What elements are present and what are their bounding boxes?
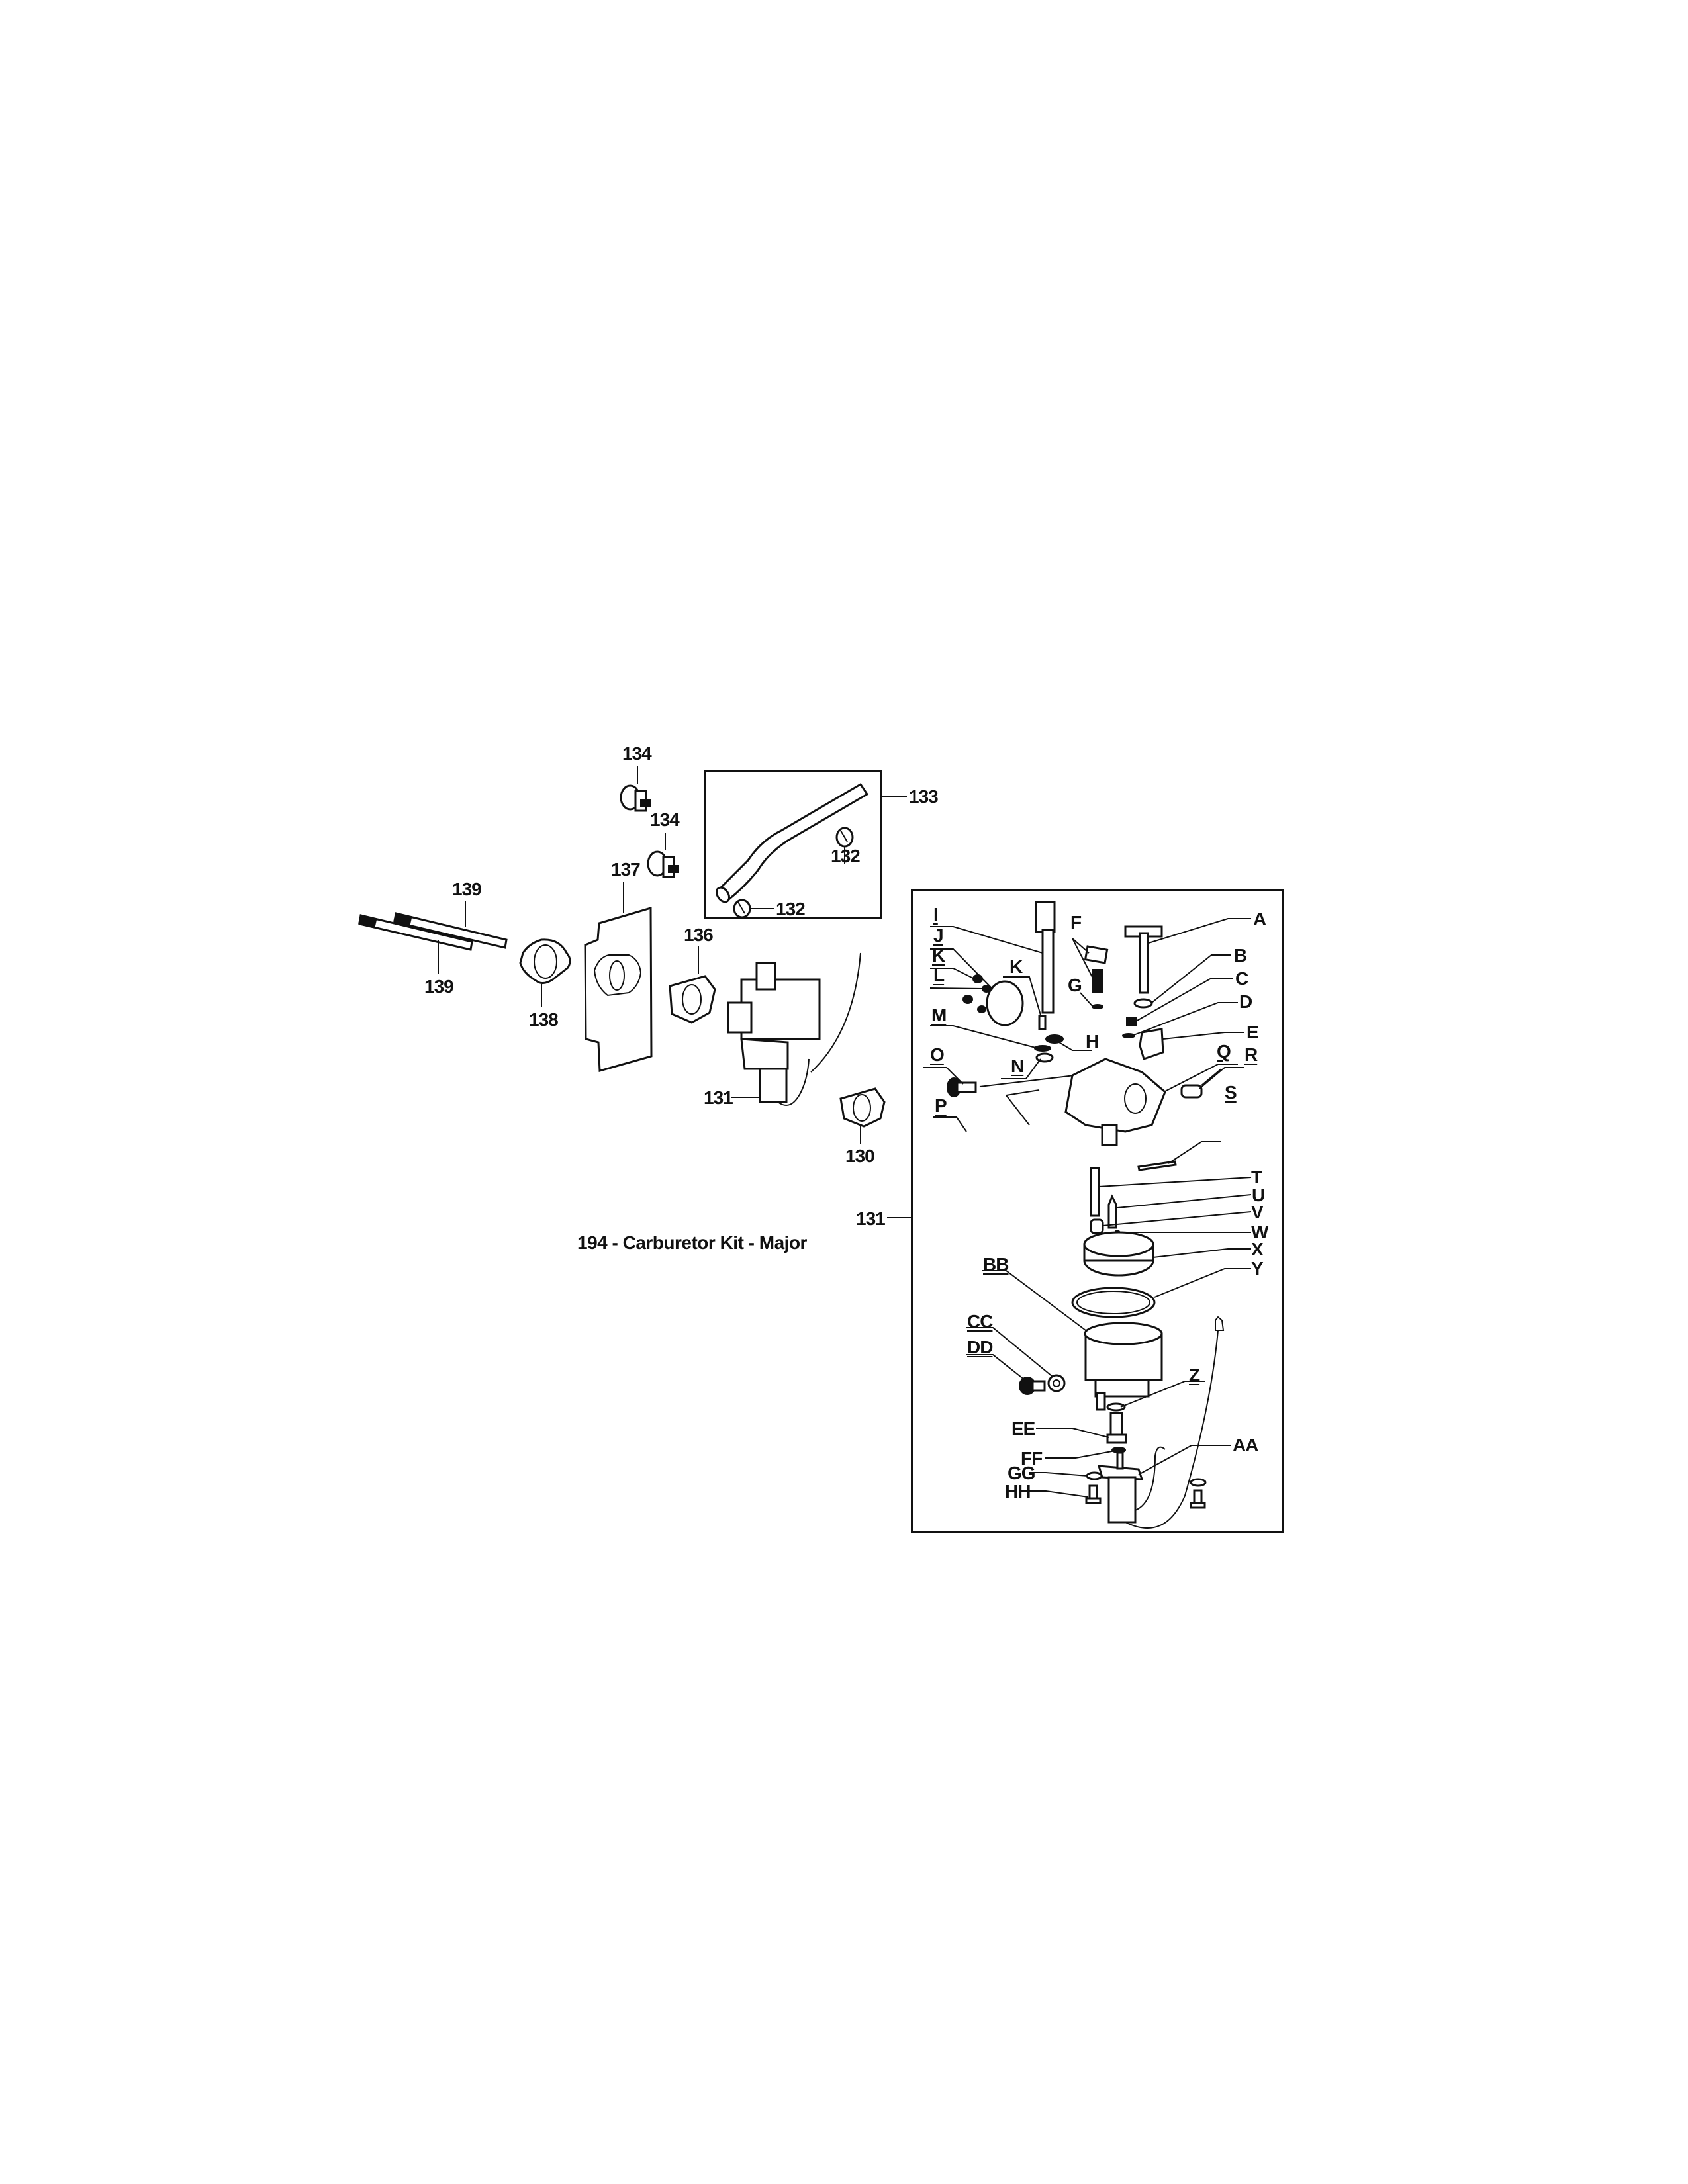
label-L: L <box>933 965 945 985</box>
label-AA: AA <box>1233 1435 1258 1455</box>
plate-icon <box>1139 1028 1164 1060</box>
label-DD: DD <box>967 1337 993 1357</box>
washer-icon <box>1190 1478 1207 1487</box>
idle-screw-icon <box>1072 938 1109 1009</box>
seal-washer-icon <box>1106 1402 1126 1412</box>
callout-131: 131 <box>704 1087 733 1108</box>
plate-gasket-icon <box>584 882 653 1072</box>
float-pin-icon <box>1137 1160 1177 1171</box>
callout-138: 138 <box>529 1009 559 1030</box>
throttle-shaft-icon <box>930 901 1056 1014</box>
throttle-plate-icon <box>986 980 1024 1026</box>
label-BB: BB <box>983 1254 1009 1275</box>
callout-134-upper: 134 <box>622 743 652 764</box>
label-I: I <box>933 904 939 925</box>
label-O: O <box>930 1044 945 1065</box>
label-V: V <box>1251 1202 1264 1222</box>
callout-132-lower: 132 <box>776 899 806 919</box>
screw-icon <box>1038 1015 1047 1030</box>
carburetor-body-icon <box>1064 1058 1238 1146</box>
main-jet-icon <box>1180 1067 1244 1099</box>
gasket-icon <box>839 1087 886 1144</box>
emulsion-tube-icon <box>1090 1167 1100 1217</box>
callout-133: 133 <box>909 786 939 807</box>
label-FF: FF <box>1021 1448 1043 1469</box>
label-K-left: K <box>932 945 945 966</box>
gasket-icon <box>669 946 716 1024</box>
label-M: M <box>931 1005 947 1025</box>
callout-132-upper: 132 <box>831 846 861 866</box>
washer-icon <box>1086 1471 1103 1480</box>
label-N: N <box>1011 1056 1024 1076</box>
hose-clamp-icon <box>620 766 651 812</box>
label-U: U <box>1252 1185 1265 1205</box>
label-J: J <box>933 925 944 946</box>
washer-icon <box>1047 1374 1066 1392</box>
choke-shaft-icon <box>1124 918 1251 994</box>
label-P: P <box>935 1095 947 1116</box>
label-F: F <box>1070 912 1082 933</box>
label-H: H <box>1086 1031 1099 1052</box>
label-D: D <box>1239 991 1252 1012</box>
label-Y: Y <box>1251 1258 1264 1279</box>
callout-139-upper: 139 <box>452 879 482 899</box>
label-Z: Z <box>1189 1365 1200 1385</box>
callout-139-lower: 139 <box>424 976 454 997</box>
hose-clamp-icon <box>647 833 679 878</box>
label-CC: CC <box>967 1311 993 1332</box>
washer-icon <box>1133 998 1153 1009</box>
carburetor-exploded-box <box>911 889 1284 1533</box>
callout-134-lower: 134 <box>650 809 680 830</box>
spring-icon <box>1126 1017 1137 1026</box>
needle-seat-icon <box>1045 1034 1064 1044</box>
float-needle-icon <box>1107 1194 1117 1229</box>
label-C: C <box>1235 968 1248 989</box>
label-K-right: K <box>1009 956 1023 977</box>
label-S: S <box>1225 1082 1237 1103</box>
label-B: B <box>1234 945 1247 966</box>
callout-137: 137 <box>611 859 641 880</box>
o-ring-icon <box>1034 1045 1051 1052</box>
kit-caption: 194 - Carburetor Kit - Major <box>577 1232 807 1253</box>
label-EE: EE <box>1011 1418 1035 1439</box>
bowl-gasket-icon <box>1071 1268 1251 1318</box>
label-GG: GG <box>1008 1463 1036 1483</box>
fuel-line-icon <box>715 782 869 903</box>
label-E: E <box>1246 1022 1259 1042</box>
label-Q: Q <box>1217 1041 1231 1062</box>
label-W: W <box>1251 1222 1268 1242</box>
stud-icon <box>358 901 508 974</box>
float-icon <box>1083 1231 1251 1277</box>
hose-clamp-icon <box>835 827 854 864</box>
label-X: X <box>1251 1239 1264 1259</box>
label-HH: HH <box>1005 1481 1031 1502</box>
callout-130: 130 <box>845 1146 875 1166</box>
callout-131-box: 131 <box>856 1208 886 1229</box>
gasket-icon <box>519 938 571 1007</box>
nozzle-icon <box>1090 1218 1104 1234</box>
hose-clamp-icon <box>733 899 774 919</box>
label-T: T <box>1251 1167 1262 1187</box>
fuel-line-box <box>704 770 882 919</box>
callout-136: 136 <box>684 925 714 945</box>
label-A: A <box>1253 909 1266 929</box>
label-R: R <box>1244 1044 1258 1065</box>
seal-icon <box>1122 1033 1135 1038</box>
carburetor-icon <box>727 952 861 1106</box>
label-G: G <box>1068 975 1082 995</box>
float-bowl-icon <box>982 1270 1163 1411</box>
